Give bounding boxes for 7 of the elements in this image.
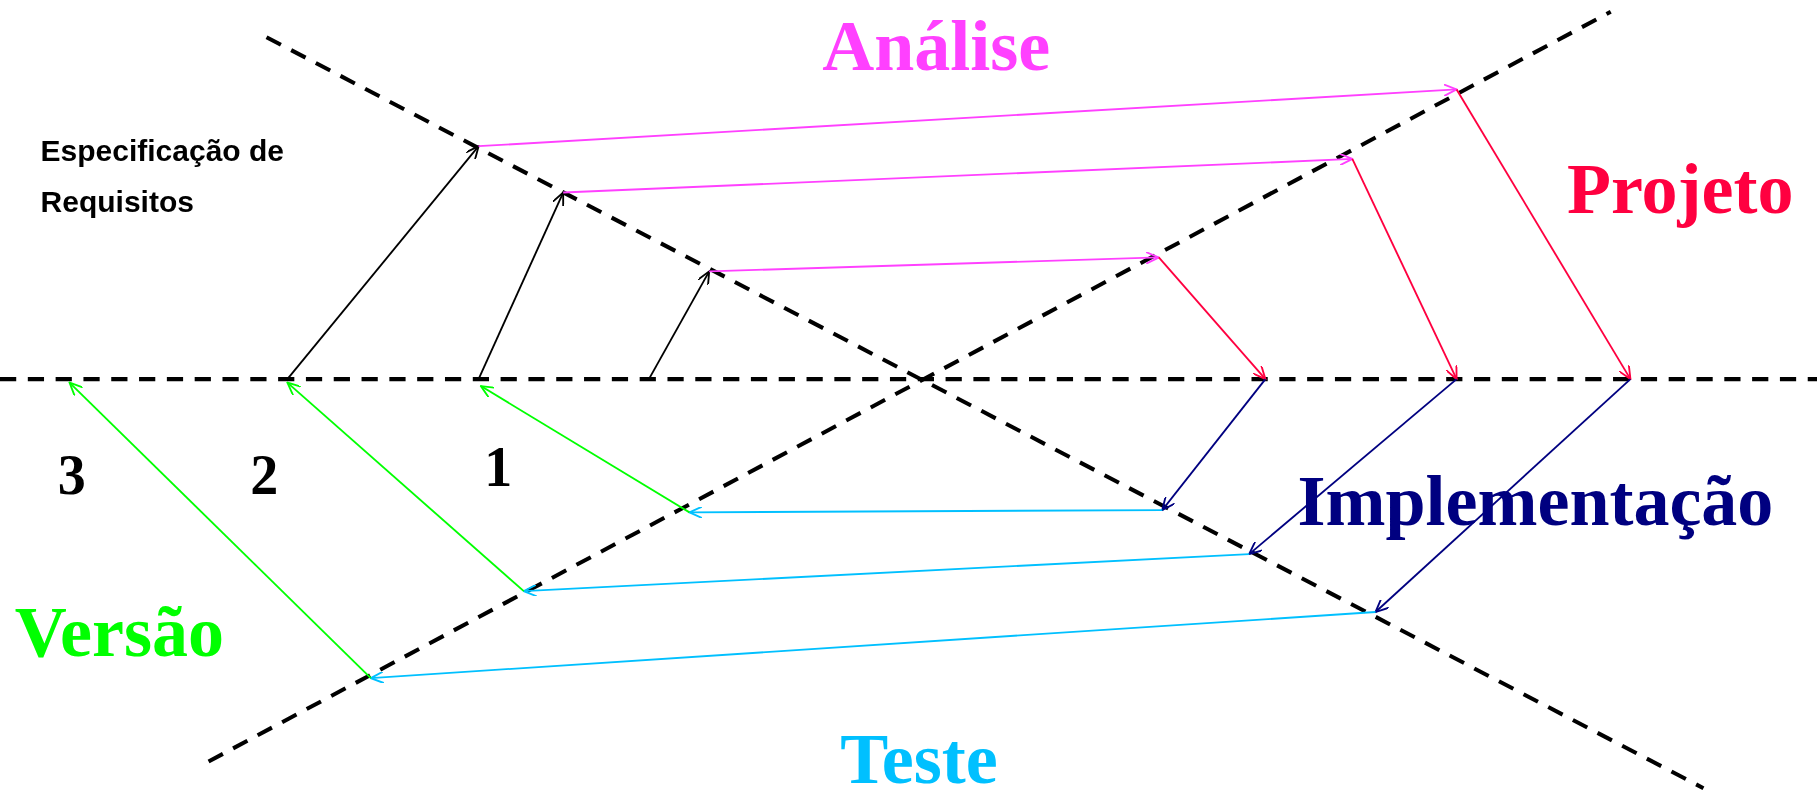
version-number: 3 — [57, 447, 86, 504]
phase-label: Análise — [822, 10, 1051, 83]
version-number: 2 — [250, 447, 279, 504]
requirements-label: Especificação de Requisitos — [40, 133, 285, 221]
phase-label: Teste — [840, 723, 998, 793]
phase-label: Versão — [14, 595, 224, 668]
version-number: 1 — [484, 439, 513, 495]
